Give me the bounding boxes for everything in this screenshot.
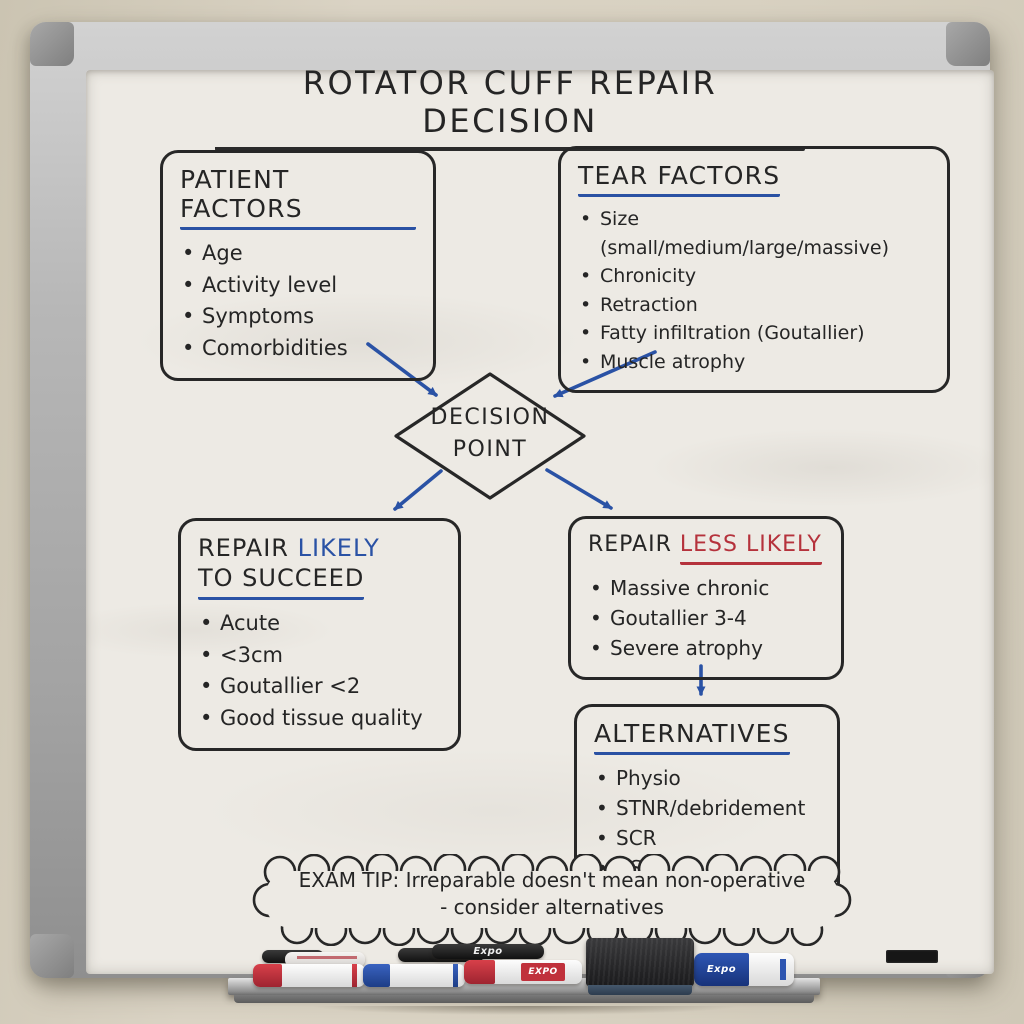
frame-corner-cap: [30, 22, 74, 66]
bullet-item: Symptoms: [180, 301, 416, 333]
repair-likely-list: Acute<3cmGoutallier <2Good tissue qualit…: [198, 608, 441, 734]
bullet-item: <3cm: [198, 640, 441, 672]
bullet-item: Retraction: [578, 291, 930, 320]
tear-factors-box: TEAR FACTORS Size (small/medium/large/ma…: [558, 146, 950, 393]
frame-corner-cap: [946, 22, 990, 66]
repair-less-likely-box: REPAIR LESS LIKELY Massive chronicGoutal…: [568, 516, 844, 680]
repair-less-likely-list: Massive chronicGoutallier 3-4Severe atro…: [588, 573, 824, 663]
tear-factors-list: Size (small/medium/large/massive)Chronic…: [578, 205, 930, 376]
black-expo-marker: Expo: [432, 944, 544, 959]
marker-brand-text: Expo: [473, 946, 503, 957]
bullet-item: Physio: [594, 763, 820, 793]
repair-word: REPAIR: [198, 534, 289, 562]
cloud-outline: [252, 854, 852, 946]
repair-likely-box: REPAIR LIKELY TO SUCCEED Acute<3cmGoutal…: [178, 518, 461, 751]
bullet-item: Goutallier <2: [198, 671, 441, 703]
bullet-item: STNR/debridement: [594, 793, 820, 823]
page-title: ROTATOR CUFF REPAIR DECISION: [215, 64, 805, 151]
alternatives-heading: ALTERNATIVES: [594, 719, 790, 755]
bullet-item: Massive chronic: [588, 573, 824, 603]
repair-likely-heading: REPAIR LIKELY TO SUCCEED: [198, 533, 441, 600]
decision-point-line1: DECISION: [430, 405, 550, 430]
decision-point-line2: POINT: [452, 436, 528, 462]
less-likely-word: LESS LIKELY: [679, 531, 822, 565]
patient-factors-box: PATIENT FACTORS AgeActivity levelSymptom…: [160, 150, 436, 381]
tear-factors-heading: TEAR FACTORS: [578, 161, 781, 197]
exam-tip-cloud: EXAM TIP: Irreparable doesn't mean non-o…: [252, 854, 852, 946]
bullet-item: Chronicity: [578, 262, 930, 291]
bullet-item: Acute: [198, 608, 441, 640]
to-succeed-word: TO SUCCEED: [198, 563, 365, 600]
red-cap-marker: [253, 964, 365, 987]
red-expo-marker: EXPO: [464, 960, 582, 984]
decision-point-label: DECISION POINT: [398, 402, 582, 466]
alternatives-list: PhysioSTNR/debridementSCRRSA: [594, 763, 820, 883]
patient-factors-list: AgeActivity levelSymptomsComorbidities: [180, 238, 416, 364]
bullet-item: Severe atrophy: [588, 633, 824, 663]
exam-tip-line2: - consider alternatives: [440, 895, 664, 919]
blue-expo-marker: Expo: [694, 953, 794, 986]
likely-word: LIKELY: [297, 534, 380, 562]
bullet-item: Age: [180, 238, 416, 270]
bullet-item: SCR: [594, 823, 820, 853]
blue-cap-marker: [363, 964, 465, 987]
bullet-item: Good tissue quality: [198, 703, 441, 735]
exam-tip-line1: EXAM TIP: Irreparable doesn't mean non-o…: [298, 868, 806, 892]
marker-brand-text: Expo: [694, 953, 749, 986]
tray-shadow: [240, 1006, 810, 1018]
exam-tip-text: EXAM TIP: Irreparable doesn't mean non-o…: [272, 867, 832, 921]
repair-word: REPAIR: [588, 532, 672, 557]
repair-less-likely-heading: REPAIR LESS LIKELY: [588, 531, 824, 565]
bullet-item: Fatty infiltration (Goutallier): [578, 319, 930, 348]
bullet-item: Goutallier 3-4: [588, 603, 824, 633]
frame-brand-label: [886, 950, 938, 963]
whiteboard-eraser: [586, 938, 694, 995]
bullet-item: Activity level: [180, 270, 416, 302]
frame-corner-cap: [30, 934, 74, 978]
patient-factors-heading: PATIENT FACTORS: [180, 165, 416, 230]
bullet-item: Muscle atrophy: [578, 348, 930, 377]
bullet-item: Comorbidities: [180, 333, 416, 365]
white-red-marker: [285, 952, 365, 967]
marker-brand-text: EXPO: [520, 963, 566, 981]
bullet-item: Size (small/medium/large/massive): [578, 205, 930, 262]
